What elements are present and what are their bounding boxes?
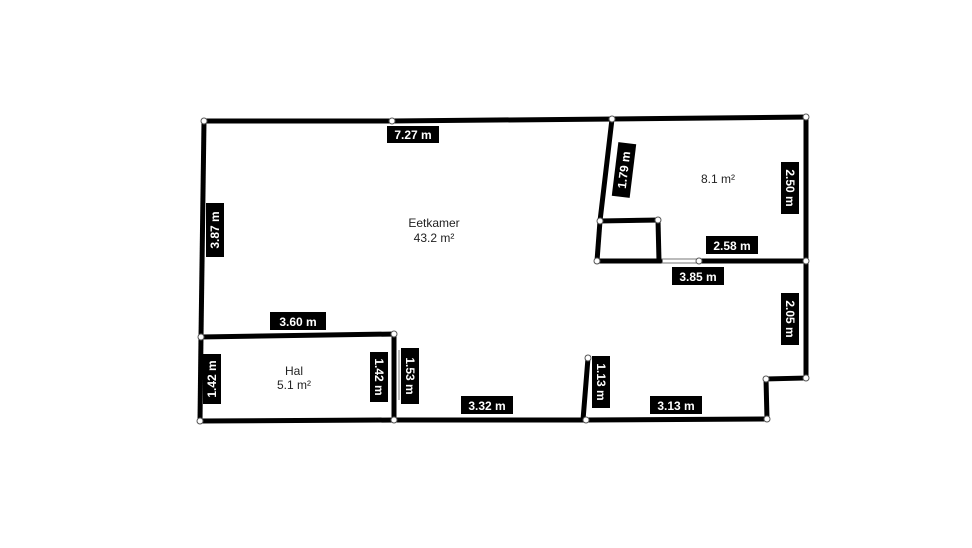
dim-right-lower-text: 2.05 m — [783, 300, 797, 337]
walls — [197, 114, 809, 424]
node — [802, 113, 810, 121]
node — [200, 117, 208, 125]
dim-step-text: 1.13 m — [594, 363, 608, 400]
dim-room3-lower-wall-text: 3.85 m — [679, 270, 716, 284]
node — [763, 415, 771, 423]
node — [388, 117, 396, 125]
node — [762, 375, 770, 383]
dim-hal-left: 1.42 m — [203, 354, 221, 404]
node — [654, 216, 662, 224]
wall-top-mid — [389, 116, 615, 124]
dim-hal-right-text: 1.42 m — [372, 358, 386, 395]
wall-bottom-right — [583, 416, 770, 423]
dim-room3-diag: 1.79 m — [611, 142, 637, 198]
node — [584, 354, 592, 362]
wall-room3-diagonal — [597, 116, 615, 224]
dim-right-lower: 2.05 m — [781, 293, 799, 345]
dim-hal-left-text: 1.42 m — [205, 360, 219, 397]
dim-bottom-mid-text: 3.32 m — [468, 399, 505, 413]
dim-hal-top-text: 3.60 m — [279, 315, 316, 329]
room-eetkamer-name: Eetkamer — [408, 216, 459, 230]
node — [596, 217, 604, 225]
node — [608, 115, 616, 123]
wall-closet-top — [597, 217, 661, 224]
dim-left-wall: 3.87 m — [206, 203, 224, 257]
dim-door-side: 1.53 m — [401, 348, 419, 404]
dim-door-side-text: 1.53 m — [403, 357, 417, 394]
dimension-labels: 7.27 m 3.60 m 3.32 m 3.13 m 2.58 m 3.85 … — [203, 126, 799, 414]
node — [390, 416, 398, 424]
room-hal-area: 5.1 m² — [277, 378, 311, 392]
wall-left — [198, 118, 207, 340]
wall-hal-left — [197, 334, 204, 424]
node — [196, 417, 204, 425]
dim-hal-right: 1.42 m — [370, 352, 388, 402]
dim-left-wall-text: 3.87 m — [208, 211, 222, 248]
node — [582, 416, 590, 424]
room-labels: Eetkamer 43.2 m² Hal 5.1 m² 8.1 m² — [277, 172, 735, 392]
wall-right-notch-vertical — [763, 376, 770, 422]
dim-top-wall-text: 7.27 m — [394, 128, 431, 142]
room-3-area: 8.1 m² — [701, 172, 735, 186]
node — [695, 257, 703, 265]
room-hal-name: Hal — [285, 364, 303, 378]
dim-top-wall: 7.27 m — [387, 126, 439, 143]
wall-bottom-hal — [197, 417, 397, 424]
dim-bottom-right: 3.13 m — [650, 396, 702, 414]
node — [802, 257, 810, 265]
node — [197, 333, 205, 341]
dim-hal-top: 3.60 m — [270, 312, 326, 330]
wall-closet-left — [594, 218, 603, 264]
wall-step — [580, 355, 591, 423]
dim-step: 1.13 m — [592, 356, 610, 408]
wall-top-right — [609, 114, 809, 122]
dim-room3-right: 2.50 m — [781, 162, 799, 214]
dim-bottom-mid: 3.32 m — [461, 396, 513, 414]
node — [802, 374, 810, 382]
dim-room3-bottom: 2.58 m — [706, 236, 758, 254]
dim-room3-bottom-text: 2.58 m — [713, 239, 750, 253]
dim-room3-right-text: 2.50 m — [783, 169, 797, 206]
wall-right-notch-horizontal — [763, 375, 809, 382]
node — [390, 330, 398, 338]
room-eetkamer-area: 43.2 m² — [414, 231, 455, 245]
wall-hal-top — [198, 331, 397, 340]
dim-room3-diag-text: 1.79 m — [615, 151, 633, 190]
node — [593, 257, 601, 265]
wall-nodes — [196, 113, 810, 425]
dim-room3-lower-wall: 3.85 m — [672, 267, 724, 285]
wall-closet-right — [655, 217, 662, 264]
dim-bottom-right-text: 3.13 m — [657, 399, 694, 413]
